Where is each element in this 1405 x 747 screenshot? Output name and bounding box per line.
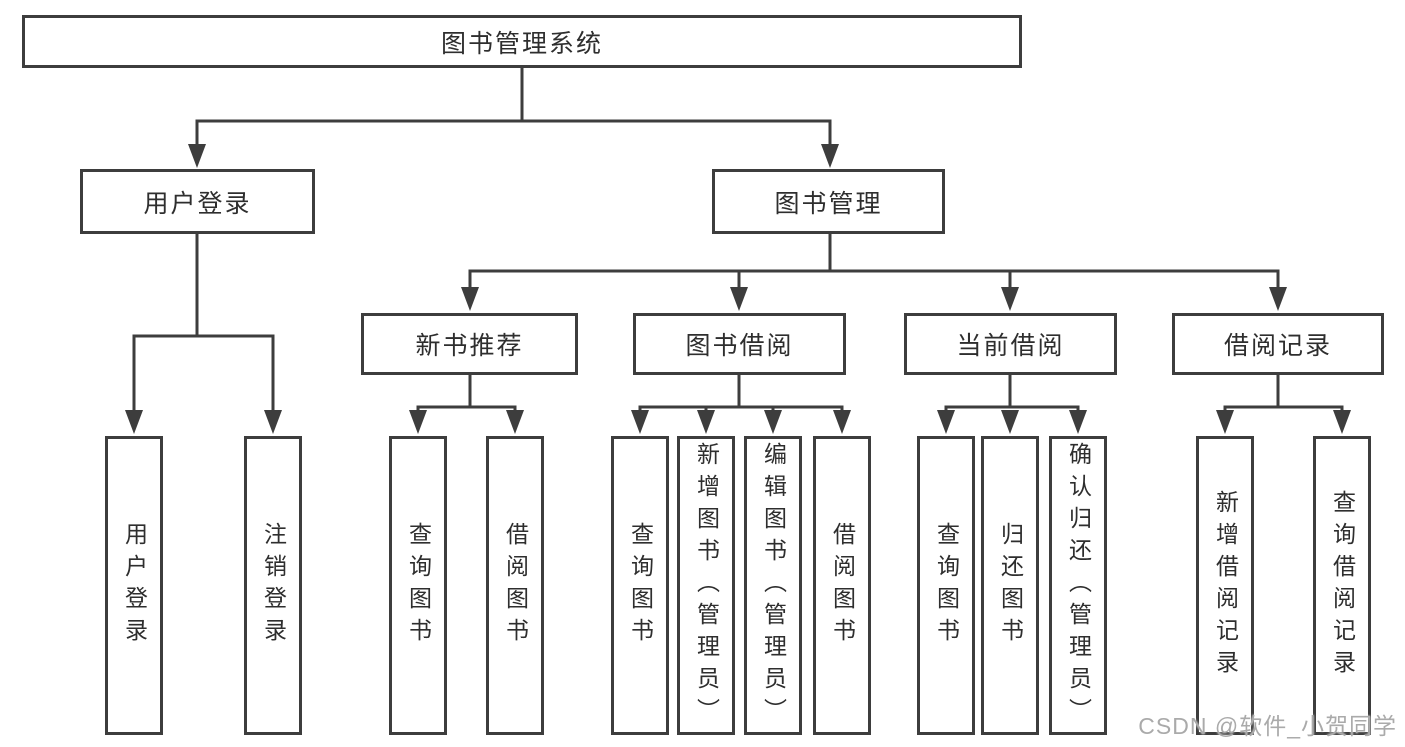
leaf-return-book: 归还图书 (981, 436, 1039, 735)
leaf-edit-book-admin: 编辑图书（管理员） (744, 436, 802, 735)
leaf-add-borrow-record-label: 新增借阅记录 (1212, 489, 1239, 682)
leaf-borrow-books-recommend: 借阅图书 (486, 436, 544, 735)
csdn-watermark: CSDN @软件_小贺同学 (1138, 713, 1397, 739)
node-new-book-recommend: 新书推荐 (361, 313, 578, 375)
node-current-borrow: 当前借阅 (904, 313, 1117, 375)
leaf-add-book-admin: 新增图书（管理员） (677, 436, 735, 735)
leaf-query-books-recommend: 查询图书 (389, 436, 447, 735)
leaf-confirm-return-admin-label: 确认归还（管理员） (1065, 441, 1092, 730)
node-user-login: 用户登录 (80, 169, 315, 234)
leaf-query-books-current-label: 查询图书 (933, 521, 960, 650)
leaf-user-login: 用户登录 (105, 436, 163, 735)
leaf-borrow-books-recommend-label: 借阅图书 (502, 521, 529, 650)
leaf-user-login-label: 用户登录 (121, 521, 148, 650)
node-root: 图书管理系统 (22, 15, 1022, 68)
node-book-management: 图书管理 (712, 169, 945, 234)
node-book-borrow: 图书借阅 (633, 313, 846, 375)
arrowheads (125, 144, 1351, 434)
leaf-edit-book-admin-label: 编辑图书（管理员） (760, 441, 787, 730)
leaf-logout: 注销登录 (244, 436, 302, 735)
leaf-borrow-books-label: 借阅图书 (829, 521, 856, 650)
leaf-add-borrow-record: 新增借阅记录 (1196, 436, 1254, 735)
node-borrow-records: 借阅记录 (1172, 313, 1384, 375)
leaf-borrow-books: 借阅图书 (813, 436, 871, 735)
leaf-query-borrow-record-label: 查询借阅记录 (1329, 489, 1356, 682)
leaf-query-books-current: 查询图书 (917, 436, 975, 735)
leaf-logout-label: 注销登录 (260, 521, 287, 650)
leaf-query-books-borrow-label: 查询图书 (627, 521, 654, 650)
leaf-return-book-label: 归还图书 (997, 521, 1024, 650)
leaf-query-books-recommend-label: 查询图书 (405, 521, 432, 650)
leaf-confirm-return-admin: 确认归还（管理员） (1049, 436, 1107, 735)
leaf-add-book-admin-label: 新增图书（管理员） (693, 441, 720, 730)
leaf-query-books-borrow: 查询图书 (611, 436, 669, 735)
leaf-query-borrow-record: 查询借阅记录 (1313, 436, 1371, 735)
